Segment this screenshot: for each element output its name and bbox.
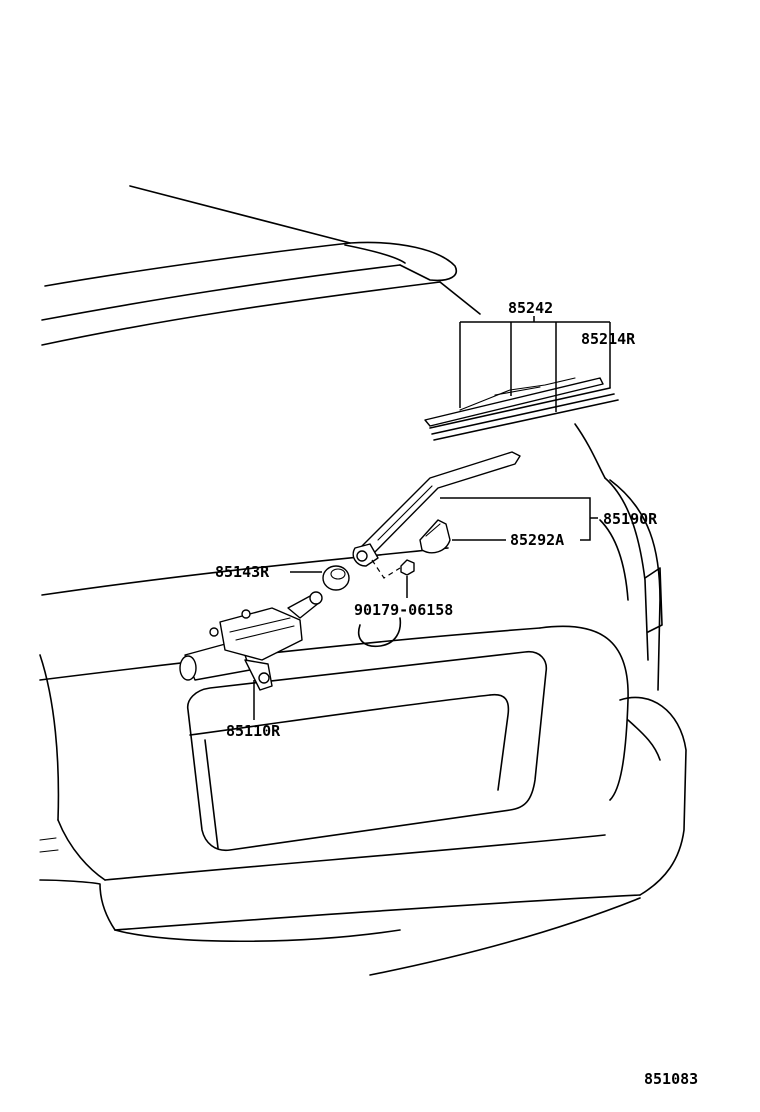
- label-90179-06158: 90179-06158: [354, 601, 453, 619]
- leader-lines: [253, 316, 611, 720]
- label-85143r: 85143R: [215, 563, 270, 581]
- label-85190r: 85190R: [603, 510, 658, 528]
- arm-cap-illustration: [419, 519, 451, 554]
- nut-illustration: [400, 559, 415, 576]
- label-85242: 85242: [508, 299, 553, 317]
- part-labels: 85242 85214R 85190R 85292A 85143R 90179-…: [215, 299, 698, 1088]
- vehicle-body-outline: [39, 185, 687, 976]
- label-85292a: 85292A: [510, 531, 564, 549]
- pivot-cap-illustration: [322, 565, 350, 591]
- wiper-blade-illustration: [424, 377, 619, 441]
- figure-number: 851083: [644, 1070, 698, 1088]
- wiper-motor-illustration: [179, 591, 323, 691]
- label-85214r: 85214R: [581, 330, 636, 348]
- label-85110r: 85110R: [226, 722, 281, 740]
